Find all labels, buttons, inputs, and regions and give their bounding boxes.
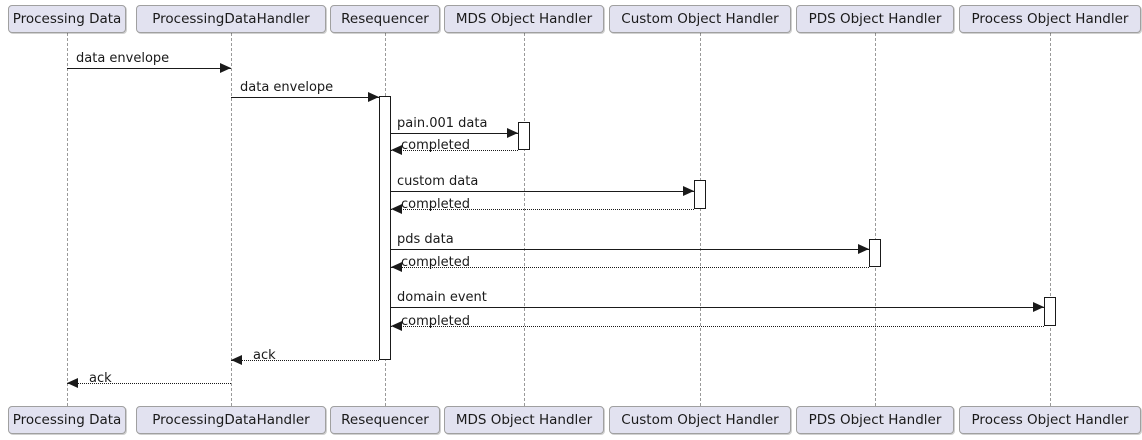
- msg-ack-1-line: [231, 360, 379, 361]
- msg-custom-data-arrowhead: [683, 186, 694, 196]
- msg-ack-2-label: ack: [89, 371, 112, 386]
- msg-completed-mds-arrowhead: [391, 145, 402, 155]
- msg-data-envelope-1-arrowhead: [220, 63, 231, 73]
- msg-pain001-data-line: [391, 133, 518, 134]
- participant-footer-pds-object-handler[interactable]: PDS Object Handler: [796, 406, 954, 434]
- activation-resequencer: [379, 96, 391, 360]
- participant-header-process-object-handler[interactable]: Process Object Handler: [959, 5, 1141, 33]
- participant-footer-custom-object-handler[interactable]: Custom Object Handler: [609, 406, 791, 434]
- participant-footer-resequencer[interactable]: Resequencer: [330, 406, 440, 434]
- lifeline-processing-data: [67, 33, 68, 406]
- msg-completed-pds-label: completed: [401, 255, 470, 270]
- activation-mds-object-handler: [518, 122, 530, 150]
- msg-data-envelope-2-label: data envelope: [240, 80, 334, 95]
- msg-ack-2-arrowhead: [67, 378, 78, 388]
- msg-completed-process-label: completed: [401, 314, 470, 329]
- msg-pds-data-label: pds data: [397, 232, 454, 247]
- msg-domain-event-label: domain event: [397, 290, 487, 305]
- participant-footer-processing-data[interactable]: Processing Data: [8, 406, 126, 434]
- participant-header-mds-object-handler[interactable]: MDS Object Handler: [444, 5, 604, 33]
- msg-data-envelope-2-arrowhead: [368, 92, 379, 102]
- msg-custom-data-label: custom data: [397, 174, 479, 189]
- msg-pain001-data-arrowhead: [507, 128, 518, 138]
- msg-data-envelope-2-line: [231, 97, 379, 98]
- msg-ack-2-line: [67, 383, 231, 384]
- msg-completed-mds-line: [391, 150, 518, 151]
- msg-custom-data-line: [391, 191, 694, 192]
- participant-footer-mds-object-handler[interactable]: MDS Object Handler: [444, 406, 604, 434]
- msg-completed-process-arrowhead: [391, 321, 402, 331]
- participant-header-processing-data[interactable]: Processing Data: [8, 5, 126, 33]
- msg-completed-pds-line: [391, 267, 869, 268]
- lifeline-processing-data-handler: [231, 33, 232, 406]
- msg-domain-event-line: [391, 307, 1044, 308]
- msg-completed-custom-line: [391, 209, 694, 210]
- msg-domain-event-arrowhead: [1033, 302, 1044, 312]
- msg-ack-1-arrowhead: [231, 355, 242, 365]
- activation-process-object-handler: [1044, 297, 1056, 326]
- participant-header-processing-data-handler[interactable]: ProcessingDataHandler: [136, 5, 326, 33]
- lifeline-custom-object-handler: [700, 33, 701, 406]
- participant-footer-processing-data-handler[interactable]: ProcessingDataHandler: [136, 406, 326, 434]
- lifeline-pds-object-handler: [875, 33, 876, 406]
- participant-footer-process-object-handler[interactable]: Process Object Handler: [959, 406, 1141, 434]
- participant-header-pds-object-handler[interactable]: PDS Object Handler: [796, 5, 954, 33]
- msg-completed-pds-arrowhead: [391, 262, 402, 272]
- participant-header-custom-object-handler[interactable]: Custom Object Handler: [609, 5, 791, 33]
- msg-ack-1-label: ack: [253, 348, 276, 363]
- msg-completed-custom-label: completed: [401, 197, 470, 212]
- activation-custom-object-handler: [694, 180, 706, 209]
- participant-header-resequencer[interactable]: Resequencer: [330, 5, 440, 33]
- activation-pds-object-handler: [869, 239, 881, 267]
- msg-pain001-data-label: pain.001 data: [397, 116, 488, 131]
- msg-completed-mds-label: completed: [401, 138, 470, 153]
- msg-pds-data-arrowhead: [858, 244, 869, 254]
- msg-data-envelope-1-label: data envelope: [76, 51, 170, 66]
- msg-completed-process-line: [391, 326, 1044, 327]
- msg-completed-custom-arrowhead: [391, 204, 402, 214]
- msg-pds-data-line: [391, 249, 869, 250]
- lifeline-mds-object-handler: [524, 33, 525, 406]
- lifeline-process-object-handler: [1050, 33, 1051, 406]
- msg-data-envelope-1-line: [67, 68, 231, 69]
